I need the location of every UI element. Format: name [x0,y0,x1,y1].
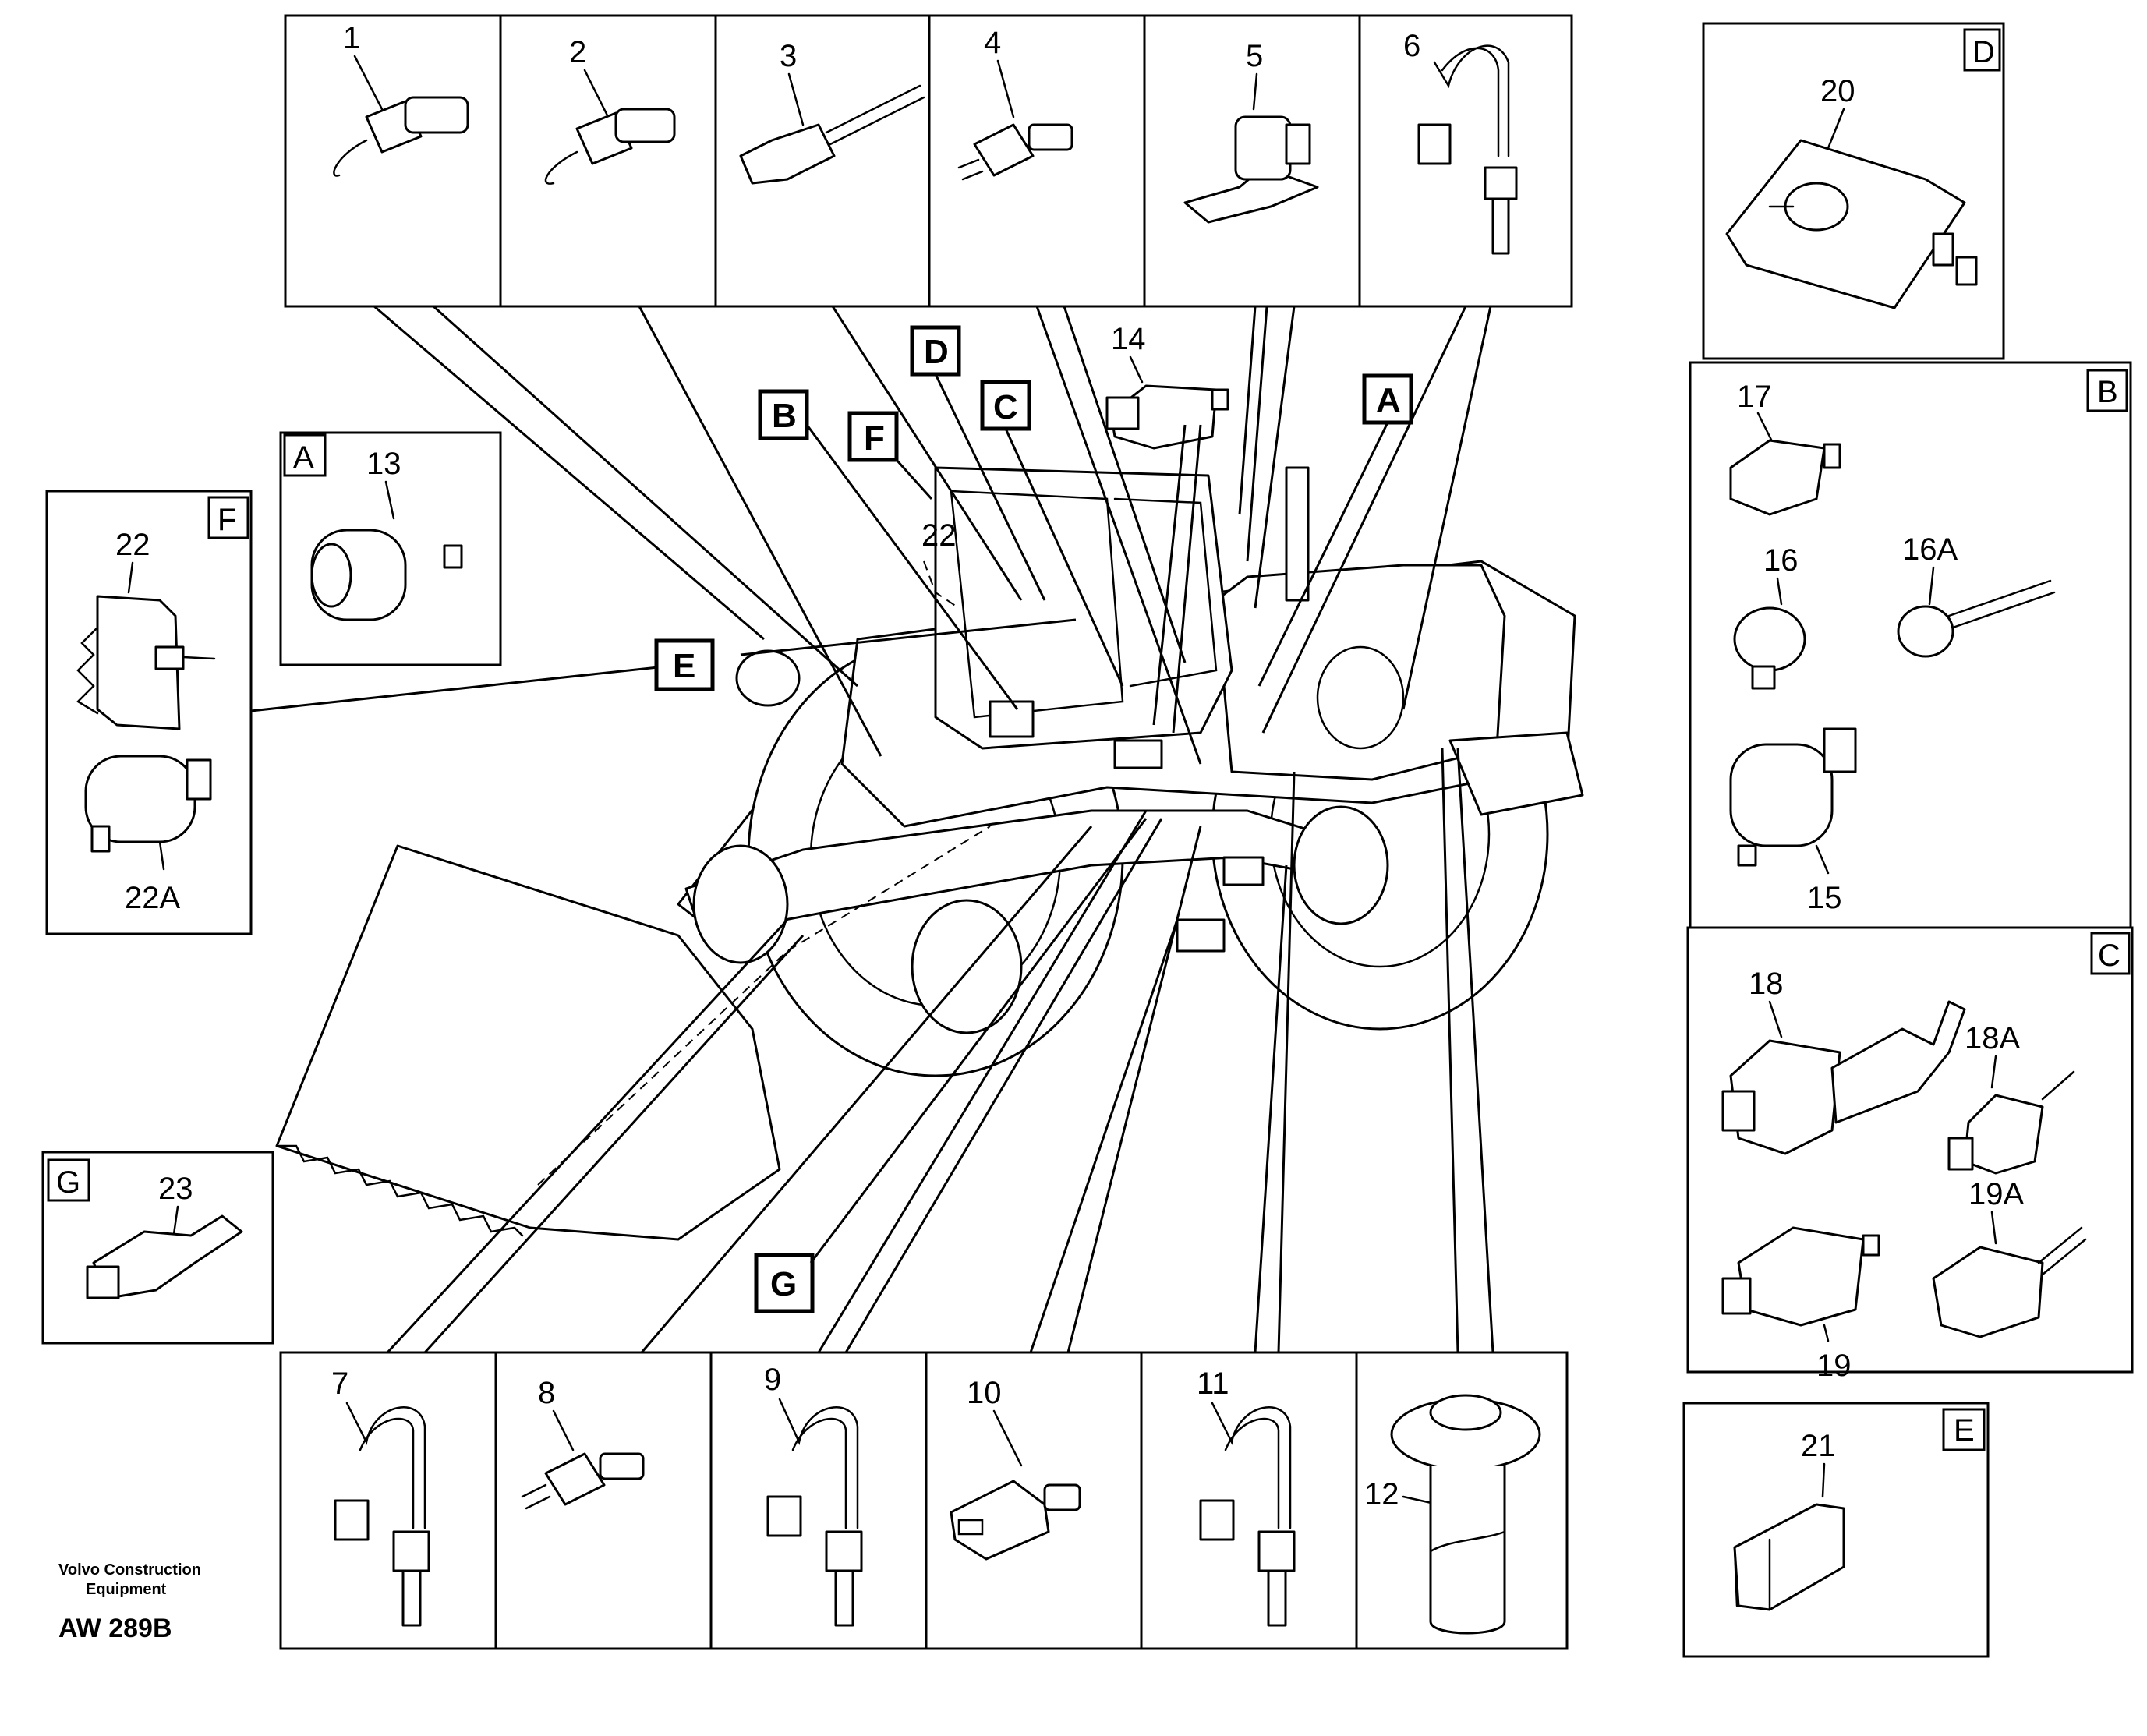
connector-11-icon [1199,1499,1235,1541]
sensor-23-icon [92,1214,243,1299]
svg-text:G: G [770,1265,797,1303]
panel-part-7: 7 [331,1367,430,1627]
part-number-1: 1 [343,21,360,55]
panel-part-11: 11 [1197,1367,1296,1627]
detail-letter-a: A [293,440,314,475]
part-number-6: 6 [1403,29,1420,63]
detail-letter-f: F [218,503,236,537]
connector-6-icon [1417,123,1452,165]
sensor-10-icon [950,1480,1050,1561]
sensor-15-icon [1729,743,1834,847]
part-number-13: 13 [366,447,401,481]
svg-text:A: A [1376,381,1401,419]
panel-part-10: 10 [950,1376,1081,1561]
part-number-5: 5 [1246,39,1263,73]
part-number-2: 2 [569,35,586,69]
part-number-15: 15 [1807,881,1842,915]
panel-part-4: 4 [957,26,1074,181]
connector-21-icon [1733,1503,1845,1611]
sensor-16-icon [1733,606,1806,672]
part-number-20: 20 [1820,74,1855,108]
svg-text:E: E [673,647,695,685]
part-number-16a: 16A [1902,532,1958,567]
sensor-16a-icon [1897,605,1954,658]
callout-g: G [754,818,1148,1313]
detail-view-g: G 23 [41,1151,274,1345]
sensor-3-icon [739,123,836,185]
part-number-12: 12 [1364,1477,1399,1511]
callout-part-22: 22 [921,518,957,553]
detail-view-b: B 17 16 16A 15 [1689,361,2132,929]
callout-c: C [980,380,1124,687]
detail-letter-e: E [1954,1413,1975,1448]
sensor-4-icon [973,123,1035,177]
leader-lines [250,305,1494,1354]
detail-view-f: F 22 22A [45,490,253,935]
part-number-4: 4 [984,26,1001,60]
part-number-17: 17 [1737,380,1772,414]
panel-part-5: 5 [1183,39,1319,224]
bucket [275,844,781,1241]
part-number-16: 16 [1763,543,1799,578]
part-number-22a: 22A [125,881,180,915]
detail-letter-d: D [1972,35,1995,69]
connector-7-icon [334,1499,370,1541]
bottom-panel-row: 7 8 9 10 1 [279,1351,1569,1650]
panel-part-9: 9 [764,1363,863,1627]
part-number-8: 8 [538,1376,555,1410]
part-number-3: 3 [780,39,797,73]
part-number-21: 21 [1801,1429,1836,1463]
footer: Volvo Construction Equipment AW 289B [58,1561,201,1643]
panel-part-2: 2 [544,35,676,185]
part-number-19: 19 [1816,1349,1852,1383]
svg-text:D: D [924,333,949,371]
part-number-19a: 19A [1968,1177,2024,1211]
top-panel-row: 1 2 3 4 5 [284,14,1573,308]
connector-9-icon [766,1495,802,1537]
panel-part-6: 6 [1403,29,1518,255]
callout-a: A [1257,373,1413,687]
company-name-line1: Volvo Construction [58,1561,201,1579]
sensor-8-icon [544,1452,606,1506]
sensor-19a-icon [1932,1246,2044,1338]
callout-e: E [654,638,715,691]
sensor-5-icon [1183,166,1319,224]
part-number-23: 23 [158,1172,193,1206]
company-name-line2: Equipment [86,1581,167,1598]
sensor-17-icon [1729,439,1826,516]
svg-text:C: C [993,388,1018,426]
part-number-22: 22 [115,528,150,562]
detail-letter-b: B [2097,375,2118,409]
thermostat-20-icon [1725,139,1966,309]
panel-part-8: 8 [521,1376,645,1510]
callout-b: B [758,389,1019,710]
svg-text:B: B [772,397,797,435]
detail-view-e: E 21 [1682,1402,1990,1658]
panel-part-1: 1 [333,21,469,177]
detail-view-a: A 13 [279,431,502,666]
callout-d: D [910,325,1046,601]
svg-text:F: F [864,419,885,458]
sensor-18-icon [1729,1039,1841,1155]
panel-part-12: 12 [1364,1394,1541,1635]
detail-view-d: D 20 [1702,22,2005,360]
part-number-11: 11 [1197,1367,1229,1401]
part-number-7: 7 [331,1367,348,1401]
detail-letter-g: G [56,1165,80,1200]
panel-part-3: 3 [739,39,925,185]
machine-callouts: B F 22 D C A E G [654,322,1413,1313]
callout-14: 14 [1105,322,1229,734]
part-number-14: 14 [1111,322,1146,356]
part-number-18a: 18A [1965,1021,2020,1055]
detail-view-c: C 18 18A 19A 19 [1686,926,2134,1383]
switch-22-icon [96,595,181,730]
part-number-18: 18 [1749,967,1784,1001]
detail-letter-c: C [2098,939,2120,973]
part-number-9: 9 [764,1363,781,1397]
figure-code: AW 289B [58,1614,172,1643]
wheel-loader-illustration [275,466,1584,1241]
part-number-10: 10 [967,1376,1002,1410]
callout-f: F 22 [847,411,957,553]
